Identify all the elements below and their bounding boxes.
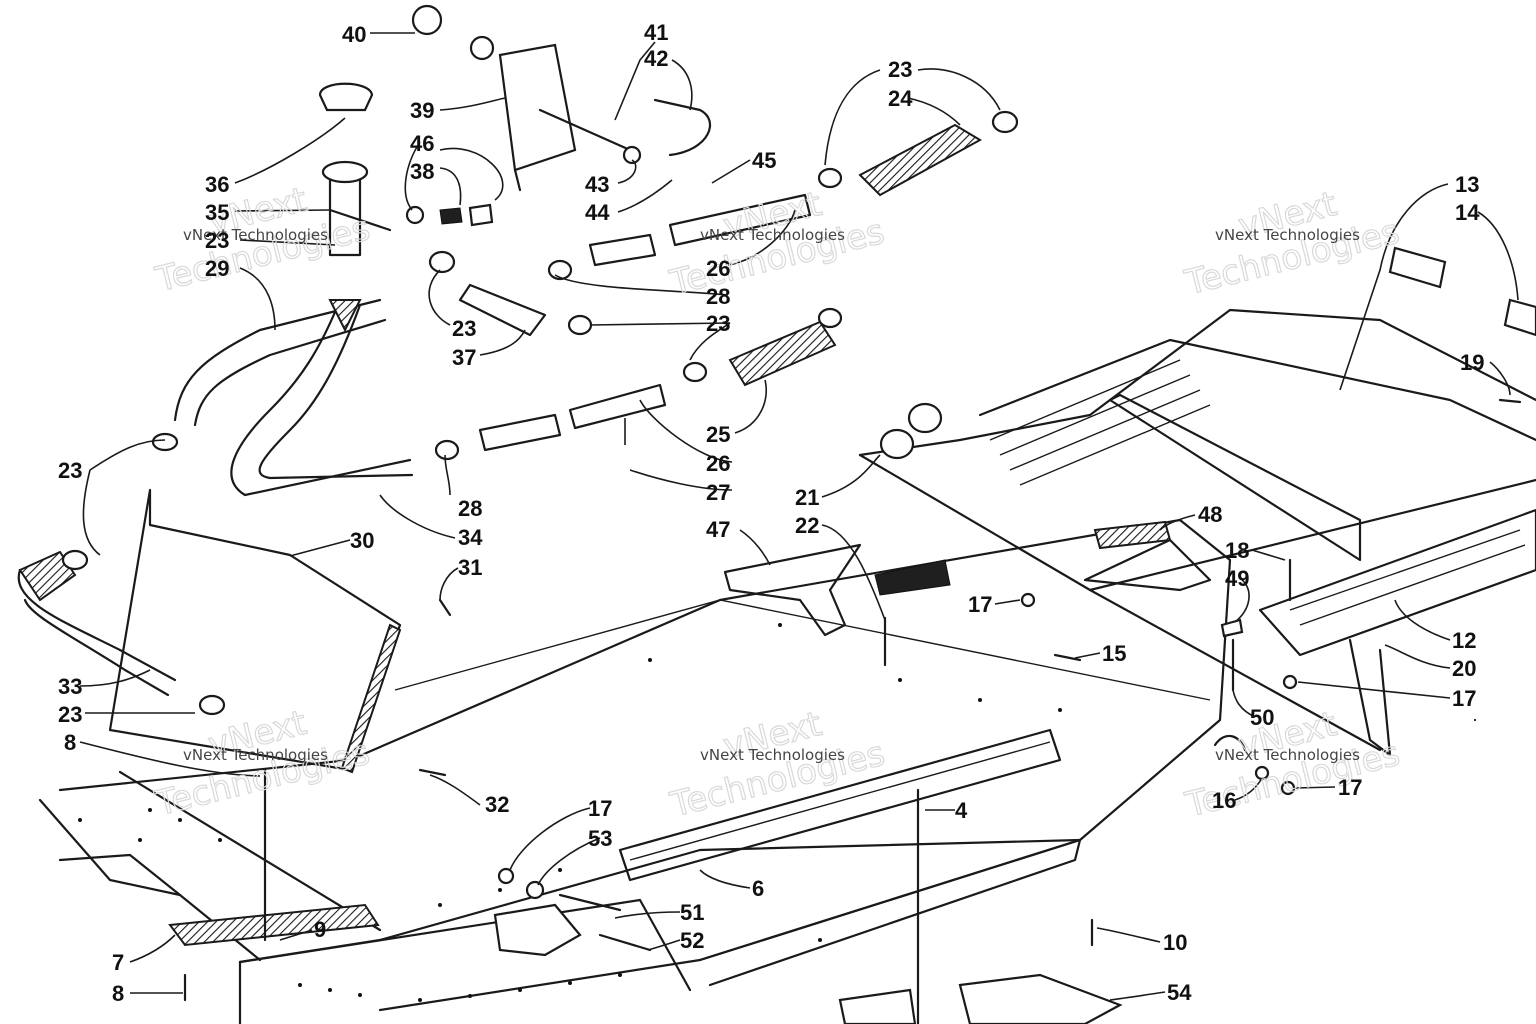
drawing (17, 4, 1536, 1024)
part-label-17: 17 (1452, 686, 1476, 711)
part-label-10: 10 (1163, 930, 1187, 955)
part-label-13: 13 (1455, 172, 1479, 197)
part-label-26: 26 (706, 256, 730, 281)
watermark-group: vNext Technologies vNext Technologies vN… (150, 179, 1404, 826)
part-label-43: 43 (585, 172, 609, 197)
part-label-44: 44 (585, 200, 610, 225)
part-label-34: 34 (458, 525, 483, 550)
part-label-46: 46 (410, 131, 434, 156)
part-label-27: 27 (706, 480, 730, 505)
part-label-48: 48 (1198, 502, 1222, 527)
part-label-24: 24 (888, 86, 913, 111)
part-label-20: 20 (1452, 656, 1476, 681)
part-label-15: 15 (1102, 641, 1126, 666)
part-label-28: 28 (458, 496, 482, 521)
part-label-31: 31 (458, 555, 482, 580)
part-label-52: 52 (680, 928, 704, 953)
part-label-38: 38 (410, 159, 434, 184)
part-label-17: 17 (968, 592, 992, 617)
part-label-29: 29 (205, 256, 229, 281)
part-label-35: 35 (205, 200, 229, 225)
part-label-49: 49 (1225, 566, 1249, 591)
part-label-19: 19 (1460, 350, 1484, 375)
watermark-small: vNext Technologies (700, 226, 845, 244)
part-labels: 40 41 42 39 46 38 36 35 23 29 43 44 45 2… (58, 20, 1484, 1006)
part-label-47: 47 (706, 517, 730, 542)
part-label-9: 9 (314, 917, 326, 942)
watermark-small: vNext Technologies (700, 746, 845, 764)
heat-exchanger-frame (858, 246, 1536, 757)
part-label-42: 42 (644, 46, 668, 71)
part-label-41: 41 (644, 20, 668, 45)
part-label-36: 36 (205, 172, 229, 197)
watermark-small: vNext Technologies (1215, 746, 1360, 764)
part-label-23: 23 (888, 57, 912, 82)
part-label-26: 26 (706, 451, 730, 476)
fasteners (183, 398, 1522, 1024)
part-label-54: 54 (1167, 980, 1192, 1005)
part-label-23: 23 (452, 316, 476, 341)
part-label-40: 40 (342, 22, 366, 47)
part-label-33: 33 (58, 674, 82, 699)
part-label-30: 30 (350, 528, 374, 553)
part-label-16: 16 (1212, 788, 1236, 813)
part-label-28: 28 (706, 284, 730, 309)
part-label-23: 23 (58, 458, 82, 483)
part-label-6: 6 (752, 876, 764, 901)
part-label-45: 45 (752, 148, 776, 173)
part-label-50: 50 (1250, 705, 1274, 730)
part-label-12: 12 (1452, 628, 1476, 653)
part-label-17: 17 (1338, 775, 1362, 800)
coolant-hoses (17, 110, 1019, 716)
leader-lines (79, 32, 1519, 1001)
part-label-17: 17 (588, 796, 612, 821)
rivet-dots (78, 623, 1062, 1002)
part-label-37: 37 (452, 345, 476, 370)
part-label-32: 32 (485, 792, 509, 817)
part-label-53: 53 (588, 826, 612, 851)
part-label-14: 14 (1455, 200, 1480, 225)
part-label-39: 39 (410, 98, 434, 123)
watermark-small: vNext Technologies (183, 226, 328, 244)
chassis-tunnel (38, 518, 1232, 1024)
filler-assembly (318, 4, 711, 257)
bracket-47 (723, 543, 862, 637)
shroud-panel (108, 488, 402, 774)
part-label-18: 18 (1225, 538, 1249, 563)
part-label-7: 7 (112, 950, 124, 975)
part-label-25: 25 (706, 422, 730, 447)
part-label-23: 23 (58, 702, 82, 727)
part-label-23: 23 (706, 311, 730, 336)
watermark-small: vNext Technologies (1215, 226, 1360, 244)
watermark-small: vNext Technologies (183, 746, 328, 764)
part-label-4: 4 (955, 798, 968, 823)
part-label-22: 22 (795, 513, 819, 538)
part-label-21: 21 (795, 485, 819, 510)
part-label-8: 8 (64, 730, 76, 755)
part-label-8: 8 (112, 981, 124, 1006)
part-label-23: 23 (205, 228, 229, 253)
part-label-51: 51 (680, 900, 704, 925)
